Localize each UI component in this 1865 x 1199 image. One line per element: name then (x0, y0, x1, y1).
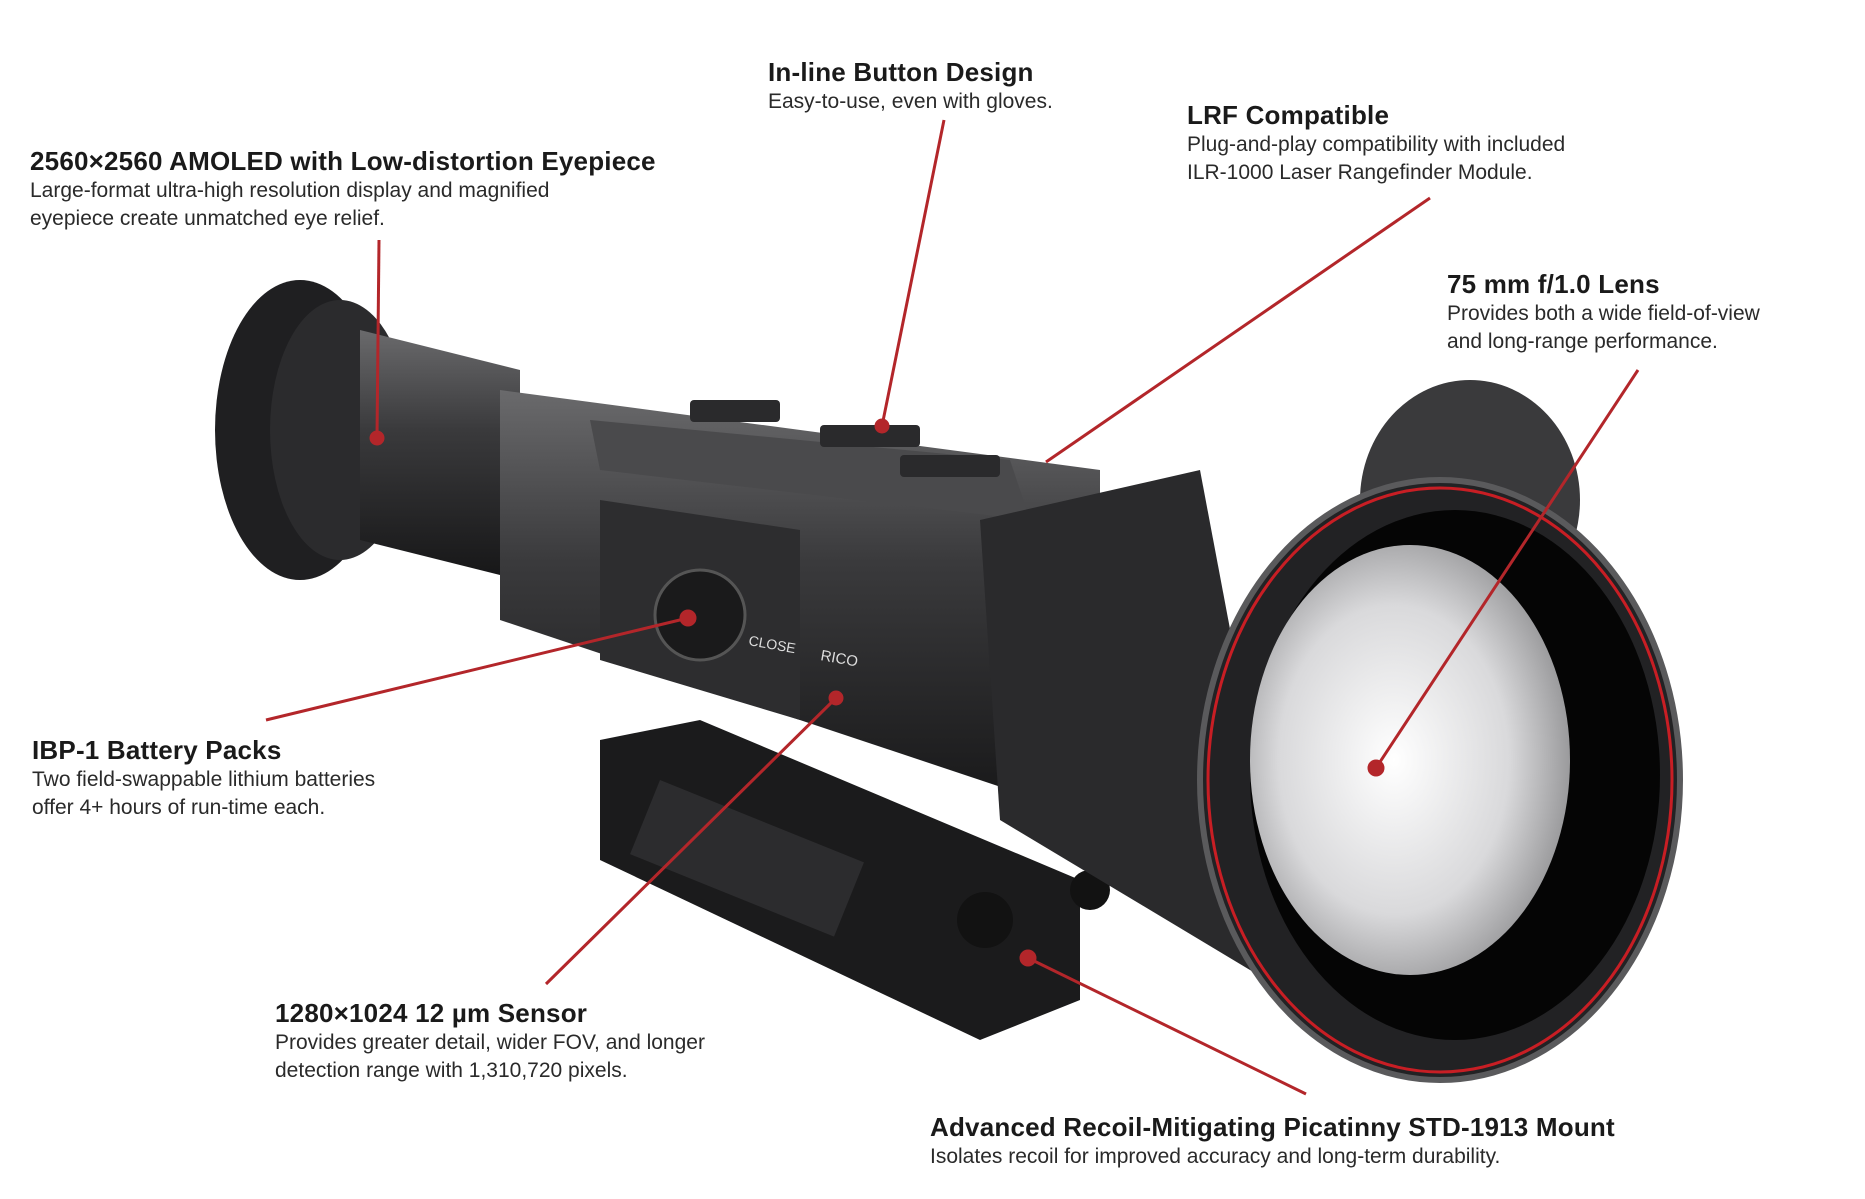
callout-text: eyepiece create unmatched eye relief. (30, 207, 385, 230)
callout-buttons: In-line Button Design Easy-to-use, even … (768, 56, 1053, 116)
callout-mount: Advanced Recoil-Mitigating Picatinny STD… (930, 1111, 1615, 1171)
callout-title: In-line Button Design (768, 57, 1034, 87)
callout-lens: 75 mm f/1.0 Lens Provides both a wide fi… (1447, 268, 1760, 356)
callout-battery: IBP-1 Battery Packs Two field-swappable … (32, 734, 375, 822)
eyepiece (215, 280, 520, 580)
callout-title: 2560×2560 AMOLED with Low-distortion Eye… (30, 146, 656, 176)
callout-text: Two field-swappable lithium batteries (32, 768, 376, 791)
callout-text: and long-range performance. (1447, 330, 1718, 353)
callout-text: Plug-and-play compatibility with include… (1187, 133, 1566, 156)
brand-marking: RICO (819, 647, 859, 670)
leader-mount (1027, 956, 1307, 1096)
callout-text: Easy-to-use, even with gloves. (768, 90, 1053, 113)
callout-sensor: 1280×1024 12 µm Sensor Provides greater … (275, 997, 705, 1085)
callout-title: Advanced Recoil-Mitigating Picatinny STD… (930, 1112, 1615, 1142)
callout-text: Provides greater detail, wider FOV, and … (275, 1031, 705, 1054)
callout-text: Large-format ultra-high resolution displ… (30, 179, 550, 202)
scope-body: CLOSE RICO (500, 390, 1100, 820)
leader-lens (1374, 369, 1640, 769)
callout-display: 2560×2560 AMOLED with Low-distortion Eye… (30, 145, 656, 233)
callout-title: 1280×1024 12 µm Sensor (275, 998, 588, 1028)
callout-text: Isolates recoil for improved accuracy an… (930, 1145, 1501, 1168)
leader-display (375, 239, 381, 439)
leader-sensor (544, 696, 838, 986)
callout-title: IBP-1 Battery Packs (32, 735, 282, 765)
callout-title: LRF Compatible (1187, 100, 1390, 130)
leader-battery (265, 616, 689, 722)
callout-title: 75 mm f/1.0 Lens (1447, 269, 1660, 299)
callout-text: offer 4+ hours of run-time each. (32, 796, 326, 819)
leader-lrf (1045, 196, 1431, 464)
callout-text: detection range with 1,310,720 pixels. (275, 1059, 628, 1082)
callout-text: ILR-1000 Laser Rangefinder Module. (1187, 161, 1533, 184)
callout-text: Provides both a wide field-of-view (1447, 302, 1760, 325)
leader-buttons (880, 119, 946, 427)
callout-lrf: LRF Compatible Plug-and-play compatibili… (1187, 99, 1565, 187)
objective-lens (980, 380, 1683, 1083)
leader-lines (265, 119, 1640, 1096)
